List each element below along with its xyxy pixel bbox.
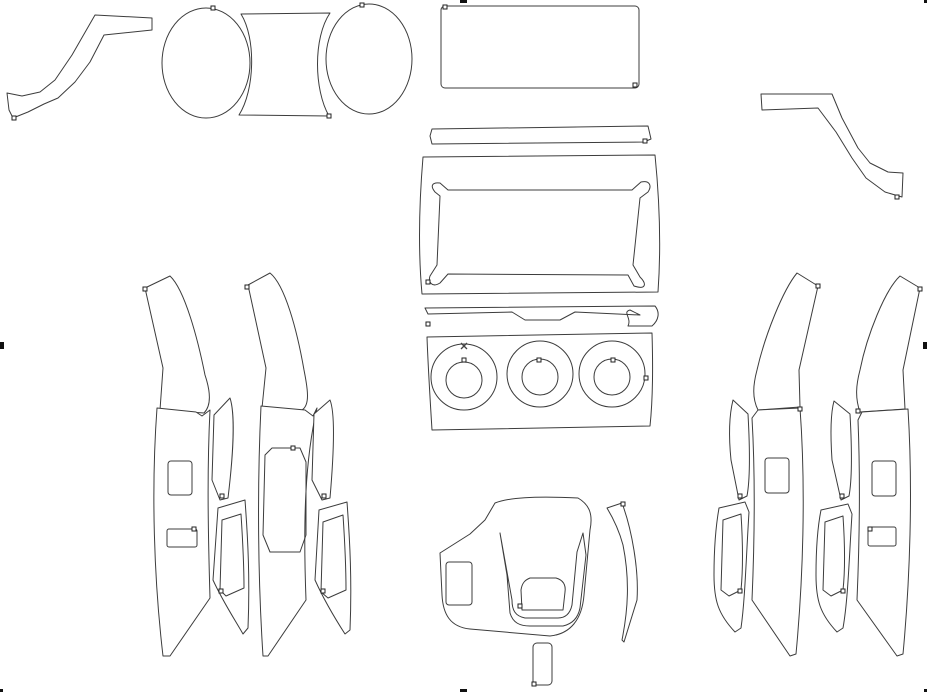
right-dash-trim-strip[interactable] (760, 93, 904, 198)
console-side-strip[interactable] (606, 502, 638, 643)
square-node-icon[interactable] (815, 283, 821, 289)
console-side-cutout (445, 561, 473, 606)
center-screen-bezel[interactable] (418, 154, 661, 295)
square-node-icon[interactable] (191, 526, 197, 532)
right-front-handle-cutout (720, 513, 743, 597)
right-front-door-panel[interactable] (751, 407, 804, 657)
left-rear-door-panel[interactable] (258, 405, 318, 657)
square-node-icon[interactable] (839, 493, 845, 499)
square-node-icon[interactable] (359, 2, 365, 8)
climate-knob-right-outer[interactable] (578, 340, 646, 408)
square-node-icon[interactable] (620, 501, 626, 507)
square-node-icon[interactable] (326, 113, 332, 119)
left-front-window-switch-cutout (167, 460, 193, 496)
square-node-icon[interactable] (425, 279, 431, 285)
infotainment-screen-protector[interactable] (440, 5, 640, 89)
right-front-door-handle-trim[interactable] (713, 501, 750, 633)
square-node-icon[interactable] (642, 138, 648, 144)
center-screen-bezel-opening (429, 181, 651, 288)
square-node-icon[interactable] (737, 588, 743, 594)
right-front-door-upper-trim[interactable] (753, 272, 819, 411)
right-rear-door-upper-trim[interactable] (856, 275, 921, 413)
gear-shifter-console-panel[interactable] (439, 496, 592, 637)
square-node-icon[interactable] (461, 357, 467, 363)
square-node-icon[interactable] (244, 284, 250, 290)
square-node-icon[interactable] (797, 406, 803, 412)
left-rear-pillar-strip[interactable] (311, 399, 334, 501)
square-node-icon[interactable] (917, 286, 923, 292)
edit-nodes (11, 2, 923, 687)
selection-handle-bottom-left-icon[interactable] (0, 689, 3, 692)
right-front-pillar-strip[interactable] (729, 399, 750, 501)
square-node-icon[interactable] (210, 5, 216, 11)
square-node-icon[interactable] (867, 526, 873, 532)
square-node-icon[interactable] (320, 588, 326, 594)
left-rear-armrest-cutout (262, 447, 307, 553)
left-front-handle-cutout (219, 513, 245, 597)
square-node-icon[interactable] (531, 681, 537, 687)
square-node-icon[interactable] (632, 82, 638, 88)
left-rear-handle-cutout (320, 514, 347, 599)
right-rear-window-switch-cutout (871, 460, 897, 497)
square-node-icon[interactable] (894, 194, 900, 200)
left-rear-door-handle-trim[interactable] (314, 501, 352, 635)
square-node-icon[interactable] (855, 408, 861, 414)
selection-handle-top-right-icon[interactable] (924, 0, 927, 3)
selection-handle-bottom-right-icon[interactable] (924, 689, 927, 692)
square-node-icon[interactable] (610, 357, 616, 363)
right-rear-handle-cutout (822, 515, 845, 597)
left-gauge-bezel[interactable] (161, 7, 251, 119)
square-node-icon[interactable] (643, 375, 649, 381)
square-node-icon[interactable] (11, 115, 17, 121)
gauge-cluster-center-panel[interactable] (238, 12, 331, 117)
left-front-door-upper-trim[interactable] (144, 275, 210, 414)
left-front-pillar-strip[interactable] (211, 397, 234, 501)
square-node-icon[interactable] (425, 321, 431, 327)
square-node-icon[interactable] (219, 493, 225, 499)
selection-handle-left-icon[interactable] (0, 342, 4, 349)
square-node-icon[interactable] (737, 493, 743, 499)
left-front-lock-cutout (166, 528, 198, 548)
left-rear-door-upper-trim[interactable] (247, 272, 308, 411)
cross-marker-icon (460, 342, 468, 350)
left-front-door-panel[interactable] (153, 407, 211, 657)
right-front-window-switch-cutout (764, 457, 790, 494)
right-rear-door-handle-trim[interactable] (815, 503, 853, 633)
selection-handle-top-icon[interactable] (460, 0, 467, 3)
square-node-icon[interactable] (218, 588, 224, 594)
square-node-icon[interactable] (442, 4, 448, 10)
square-node-icon[interactable] (321, 493, 327, 499)
vent-trim-strip[interactable] (424, 305, 659, 327)
square-node-icon[interactable] (290, 445, 296, 451)
square-node-icon[interactable] (142, 286, 148, 292)
climate-knob-left-outer[interactable] (430, 343, 498, 411)
gear-selector-opening (520, 577, 566, 611)
climate-knob-center-outer[interactable] (506, 340, 574, 408)
selection-handle-bottom-icon[interactable] (460, 689, 467, 692)
right-gauge-bezel[interactable] (325, 3, 413, 115)
square-node-icon[interactable] (517, 603, 523, 609)
upper-console-strip[interactable] (429, 125, 652, 145)
gear-gate-outline (499, 532, 587, 627)
start-button-strip[interactable] (532, 642, 553, 686)
right-rear-lock-cutout (867, 526, 897, 547)
right-rear-pillar-strip[interactable] (830, 400, 852, 501)
right-rear-door-panel[interactable] (856, 408, 911, 657)
square-node-icon[interactable] (536, 357, 542, 363)
square-node-icon[interactable] (840, 588, 846, 594)
selection-handle-right-icon[interactable] (923, 342, 927, 349)
left-dash-trim-strip[interactable] (6, 14, 153, 119)
